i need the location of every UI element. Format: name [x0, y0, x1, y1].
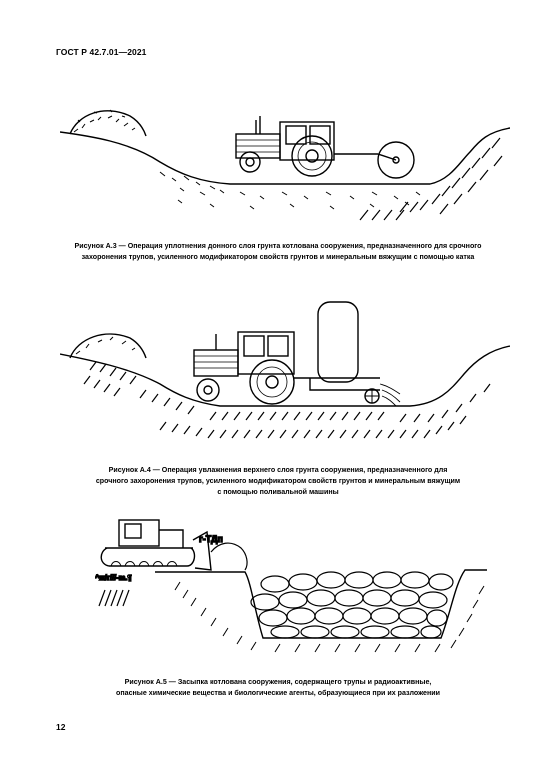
figure-a4-caption: Рисунок А.4 — Операция увлажнения верхне…: [40, 465, 516, 498]
figure-a5-illustration: г-ТДп ^ж/г///-m.¶: [95, 519, 487, 653]
figure-a3-illustration: [60, 109, 510, 221]
caption-line: срочного захоронения трупов, усиленного …: [95, 477, 461, 485]
caption-line: Рисунок А.3 — Операция уплотнения донног…: [74, 242, 482, 250]
caption-line: Рисунок А.5 — Засыпка котлована сооружен…: [124, 678, 432, 686]
caption-line: Рисунок А.4 — Операция увлажнения верхне…: [108, 466, 448, 474]
page-number: 12: [56, 722, 66, 732]
figure-label-b: ^ж/г///-m.¶: [95, 573, 132, 582]
figure-a4-illustration: [60, 301, 510, 439]
figure-a5-caption: Рисунок А.5 — Засыпка котлована сооружен…: [40, 677, 516, 699]
document-header: ГОСТ Р 42.7.01—2021: [56, 47, 147, 57]
caption-line: захоронения трупов, усиленного модификат…: [81, 253, 475, 261]
figure-a3-caption: Рисунок А.3 — Операция уплотнения донног…: [40, 241, 516, 263]
caption-line: опасные химические вещества и биологичес…: [116, 689, 440, 697]
figure-label-a: г-ТДп: [199, 534, 223, 544]
caption-line: с помощью поливальной машины: [217, 488, 339, 496]
